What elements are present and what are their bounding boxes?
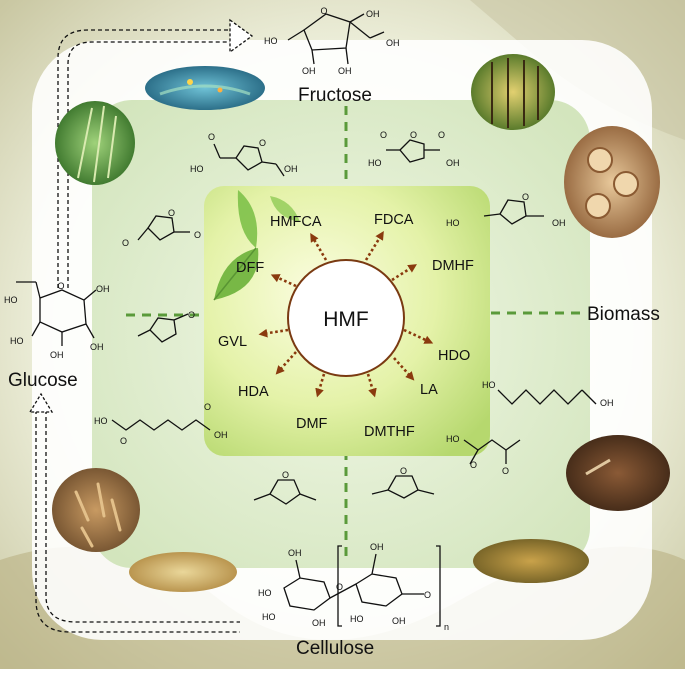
product-dmhf: DMHF <box>432 258 474 274</box>
svg-text:n: n <box>444 622 449 632</box>
product-dmthf: DMTHF <box>364 424 415 440</box>
svg-text:O: O <box>57 281 64 291</box>
svg-text:O: O <box>522 192 529 202</box>
svg-text:O: O <box>204 402 211 412</box>
photo-wheat <box>55 101 135 185</box>
svg-text:OH: OH <box>302 66 316 76</box>
photo-forest <box>471 54 555 130</box>
glucose-label: Glucose <box>8 370 78 391</box>
svg-text:OH: OH <box>392 616 406 626</box>
photo-soil <box>566 435 670 511</box>
svg-text:O: O <box>320 6 327 16</box>
product-dff: DFF <box>236 260 264 276</box>
svg-text:O: O <box>424 590 431 600</box>
svg-text:HO: HO <box>4 295 18 305</box>
svg-text:OH: OH <box>552 218 566 228</box>
svg-text:O: O <box>438 130 445 140</box>
svg-text:O: O <box>122 238 129 248</box>
svg-text:HO: HO <box>482 380 496 390</box>
cellulose-label: Cellulose <box>296 638 374 659</box>
svg-text:O: O <box>470 460 477 470</box>
svg-text:OH: OH <box>600 398 614 408</box>
svg-text:HO: HO <box>258 588 272 598</box>
svg-text:HO: HO <box>264 36 278 46</box>
svg-text:OH: OH <box>370 542 384 552</box>
fructose-label: Fructose <box>298 85 372 106</box>
product-dmf: DMF <box>296 416 328 432</box>
photo-logs <box>564 126 660 238</box>
svg-text:OH: OH <box>90 342 104 352</box>
photo-sawdust <box>129 552 237 592</box>
svg-text:HO: HO <box>10 336 24 346</box>
svg-text:HO: HO <box>446 434 460 444</box>
svg-text:HO: HO <box>368 158 382 168</box>
hmf-label: HMF <box>323 308 369 331</box>
photo-seaweed <box>145 66 265 110</box>
svg-text:O: O <box>259 138 266 148</box>
svg-text:OH: OH <box>50 350 64 360</box>
svg-text:O: O <box>188 310 195 320</box>
svg-text:O: O <box>336 582 343 592</box>
svg-text:O: O <box>194 230 201 240</box>
svg-text:O: O <box>410 130 417 140</box>
svg-text:O: O <box>120 436 127 446</box>
product-hdo: HDO <box>438 348 470 364</box>
svg-text:OH: OH <box>312 618 326 628</box>
svg-text:OH: OH <box>288 548 302 558</box>
svg-text:HO: HO <box>262 612 276 622</box>
product-la: LA <box>420 382 438 398</box>
svg-text:HO: HO <box>350 614 364 624</box>
svg-text:HO: HO <box>94 416 108 426</box>
photo-pellets <box>52 468 140 552</box>
product-fdca: FDCA <box>374 212 414 228</box>
svg-text:OH: OH <box>96 284 110 294</box>
svg-text:OH: OH <box>338 66 352 76</box>
svg-text:O: O <box>502 466 509 476</box>
svg-text:HO: HO <box>446 218 460 228</box>
biomass-label: Biomass <box>587 304 660 325</box>
svg-text:HO: HO <box>190 164 204 174</box>
svg-text:OH: OH <box>284 164 298 174</box>
svg-text:O: O <box>400 466 407 476</box>
svg-text:O: O <box>208 132 215 142</box>
svg-text:OH: OH <box>214 430 228 440</box>
svg-text:OH: OH <box>366 9 380 19</box>
product-hmfca: HMFCA <box>270 214 322 230</box>
photo-compost <box>473 539 589 583</box>
svg-text:O: O <box>282 470 289 480</box>
svg-text:OH: OH <box>446 158 460 168</box>
product-gvl: GVL <box>218 334 247 350</box>
product-hda: HDA <box>238 384 269 400</box>
svg-text:O: O <box>168 208 175 218</box>
svg-text:OH: OH <box>386 38 400 48</box>
svg-text:O: O <box>380 130 387 140</box>
